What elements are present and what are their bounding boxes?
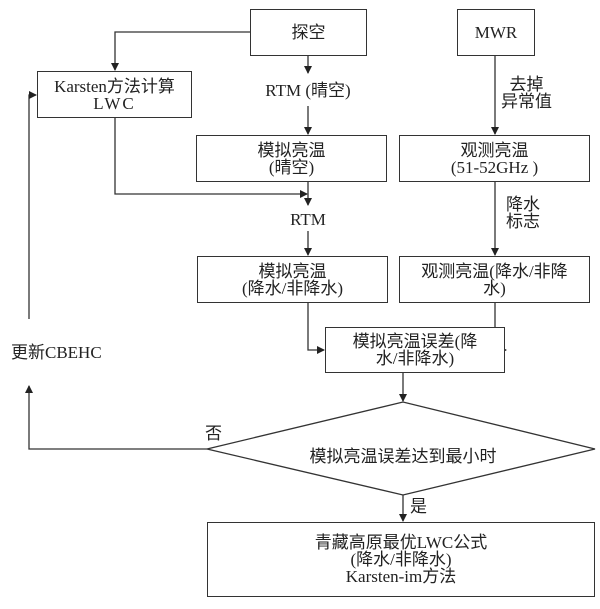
node-mwr-label: MWR bbox=[474, 23, 518, 42]
node-result-line2: (降水/非降水) bbox=[350, 550, 452, 569]
edge-label-precip-flag: 降水 标志 bbox=[506, 196, 540, 230]
edge-label-precip-flag-line1: 降水 bbox=[506, 195, 540, 214]
node-obs-line2: (51-52GHz ) bbox=[450, 157, 539, 177]
node-result-line3: Karsten-im方法 bbox=[345, 567, 457, 586]
node-sim-precip-line2: (降水/非降水) bbox=[241, 278, 344, 298]
node-mwr: MWR bbox=[457, 9, 535, 56]
edge-label-rtm-clear: RTM (晴空) bbox=[265, 81, 351, 100]
node-karsten-line2: LWC bbox=[93, 93, 136, 113]
node-obs-precip-line2: 水) bbox=[483, 278, 506, 298]
node-sim-clear-line2: (晴空) bbox=[268, 157, 315, 177]
node-karsten-line1: Karsten方法计算 bbox=[54, 76, 175, 96]
decision-diamond bbox=[206, 401, 596, 496]
edge-label-remove-outliers: 去掉 异常值 bbox=[501, 76, 552, 110]
edge-label-no: 否 bbox=[205, 424, 222, 443]
node-obs-precip-line1: 观测亮温(降水/非降 bbox=[421, 261, 568, 281]
node-sounding: 探空 bbox=[250, 9, 367, 56]
edge-label-remove-outliers-line1: 去掉 bbox=[509, 75, 544, 94]
node-obs-tb-51-52: 观测亮温 (51-52GHz ) bbox=[399, 135, 590, 182]
node-obs-tb-precip: 观测亮温(降水/非降 水) bbox=[399, 256, 590, 303]
node-sim-tb-precip: 模拟亮温 (降水/非降水) bbox=[197, 256, 388, 303]
edge-label-rtm: RTM bbox=[290, 210, 326, 229]
edge-update-to-karsten bbox=[28, 91, 37, 319]
node-error-line1: 模拟亮温误差(降 bbox=[352, 332, 478, 351]
edge-sounding-to-karsten bbox=[111, 31, 250, 71]
node-result: 青藏高原最优LWC公式 (降水/非降水) Karsten-im方法 bbox=[207, 522, 595, 597]
node-karsten-lwc: Karsten方法计算 LWC bbox=[37, 71, 192, 118]
edge-label-remove-outliers-line2: 异常值 bbox=[501, 92, 552, 111]
node-sounding-label: 探空 bbox=[291, 23, 326, 42]
edge-decision-no-loop bbox=[25, 385, 207, 450]
node-obs-line1: 观测亮温 bbox=[460, 140, 529, 160]
node-sim-tb-error: 模拟亮温误差(降 水/非降水) bbox=[325, 327, 505, 373]
edge-karsten-to-rtm bbox=[114, 118, 308, 198]
node-result-line1: 青藏高原最优LWC公式 bbox=[314, 533, 488, 552]
edge-sim-precip-to-error bbox=[307, 303, 325, 354]
edge-label-precip-flag-line2: 标志 bbox=[506, 212, 540, 231]
edge-label-yes: 是 bbox=[410, 497, 427, 516]
node-error-line2: 水/非降水) bbox=[375, 349, 455, 368]
node-sim-clear-line1: 模拟亮温 bbox=[257, 140, 326, 160]
node-sim-precip-line1: 模拟亮温 bbox=[258, 261, 327, 281]
edge-label-update-cbehc: 更新CBEHC bbox=[11, 343, 102, 362]
node-sim-tb-clear: 模拟亮温 (晴空) bbox=[196, 135, 387, 182]
decision-label: 模拟亮温误差达到最小时 bbox=[309, 447, 497, 466]
